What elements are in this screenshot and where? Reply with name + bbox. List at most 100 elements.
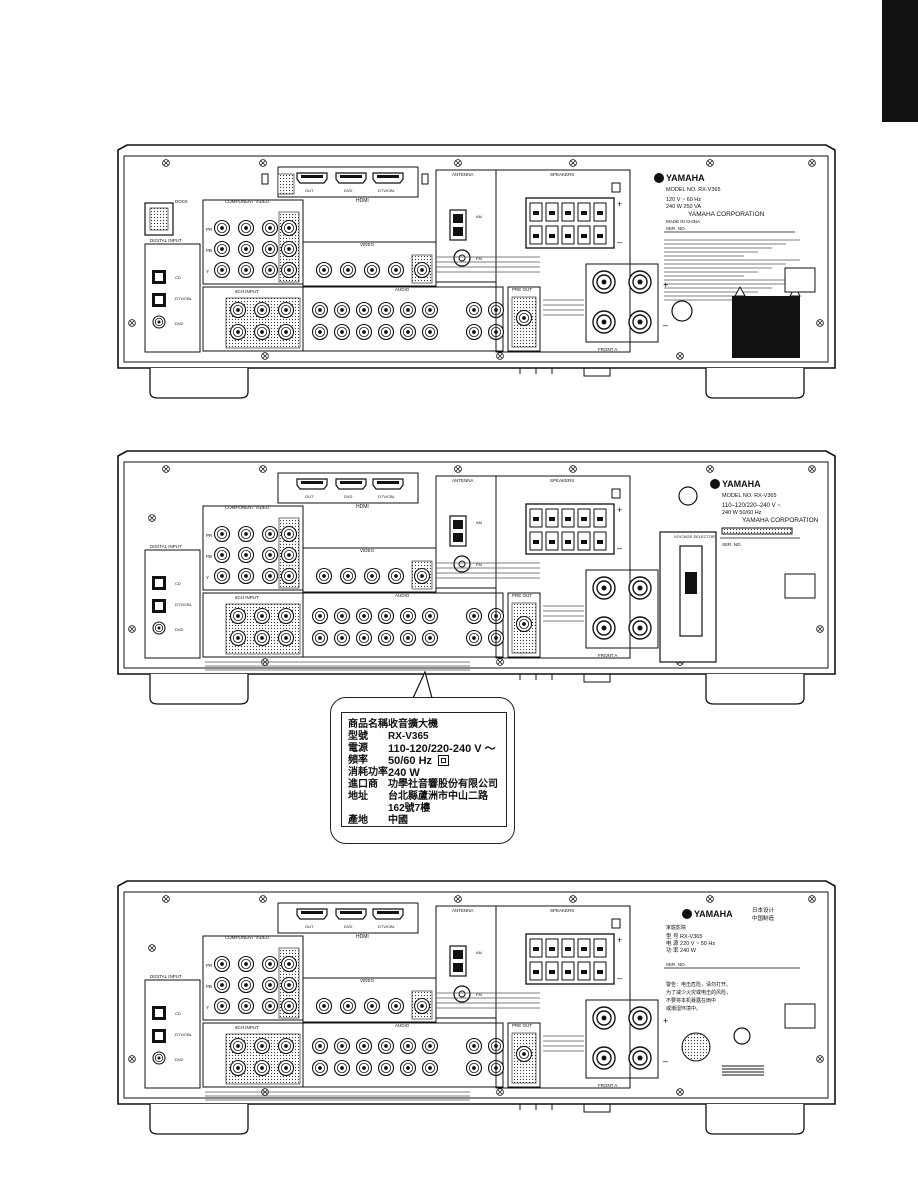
clip-hole	[533, 234, 539, 238]
rca-jack-pin	[406, 614, 410, 618]
binding-post-hole	[601, 279, 607, 285]
rca-jack-ring	[314, 304, 326, 316]
label-row: 進口商功學社音響股份有限公司	[348, 779, 498, 790]
rca-jack-pin	[522, 622, 526, 626]
rca-jack-pin	[268, 226, 272, 230]
binding-post-hole	[637, 1015, 643, 1021]
rca-jack-ring	[380, 304, 392, 316]
rca-jack-ring	[283, 264, 295, 276]
rca-jack-pin	[287, 532, 291, 536]
hdmi-port-pins	[377, 481, 399, 484]
rca-jack-pin	[340, 1044, 344, 1048]
origin-label: MADE IN CHINA	[666, 219, 700, 224]
optical-jack-port	[155, 273, 163, 281]
clip-hole	[549, 970, 555, 974]
multi-label: 6CH INPUT	[235, 595, 259, 600]
rca-jack-pin	[287, 962, 291, 966]
rca-jack-ring	[264, 1000, 276, 1012]
foot-right	[705, 1104, 805, 1135]
voltage-label: VOLTAGE SELECTOR	[674, 534, 715, 539]
power-rating: 110–120/220–240 V ~	[722, 503, 781, 509]
panel-text: PB	[206, 554, 212, 559]
warning-text: 警告：电击危险，请勿打开。	[666, 981, 731, 988]
clip-hole	[549, 947, 555, 951]
hatched-area	[277, 173, 295, 195]
rca-jack-ring	[283, 570, 295, 582]
panel-text: DTV/CBL	[175, 296, 193, 301]
cord-outlet	[784, 573, 816, 599]
rca-jack-ring	[390, 264, 402, 276]
rca-jack-ring	[264, 222, 276, 234]
rca-jack-ring	[358, 632, 370, 644]
screw-cross	[455, 466, 461, 472]
rca-jack-ring	[264, 958, 276, 970]
screw-cross	[260, 896, 266, 902]
rca-jack-ring	[232, 326, 244, 338]
power-consumption: 240 W 250 VA	[666, 204, 701, 210]
hdmi-label: HDMI	[356, 934, 369, 940]
serial-label: SER. NO.	[666, 962, 686, 967]
speaker-tab	[611, 918, 621, 929]
binding-post-hole	[601, 585, 607, 591]
panel-text: PR	[206, 533, 213, 538]
rca-jack-ring	[402, 632, 414, 644]
rca-jack-ring	[424, 1040, 436, 1052]
rca-jack-ring	[468, 632, 480, 644]
rca-jack-pin	[406, 1066, 410, 1070]
screw-cross	[677, 353, 683, 359]
rca-jack-pin	[268, 1004, 272, 1008]
rca-jack-pin	[428, 308, 432, 312]
power-consumption: 240 W 50/60 Hz	[722, 510, 762, 516]
hdmi-port-pins	[301, 481, 323, 484]
warning-text: 不要将本机暴露在雨中	[666, 997, 716, 1004]
binding-post-hole	[601, 1015, 607, 1021]
rca-jack-ring	[216, 243, 228, 255]
rca-jack-ring	[256, 304, 268, 316]
rca-jack-pin	[472, 614, 476, 618]
rca-jack-ring	[280, 1040, 292, 1052]
design-origin: 日本设计	[752, 906, 775, 914]
rca-jack-pin	[268, 268, 272, 272]
panel-text: FM	[476, 992, 482, 997]
pre-out-label: PRE OUT	[512, 287, 532, 292]
screw-cross	[817, 320, 823, 326]
screw-cross	[260, 466, 266, 472]
screw-cross	[497, 353, 503, 359]
video-label: VIDEO	[360, 548, 375, 553]
rca-jack-ring	[216, 570, 228, 582]
rca-jack-ring	[232, 632, 244, 644]
rca-jack-pin	[318, 308, 322, 312]
rca-jack-pin	[362, 1044, 366, 1048]
screw-cross	[707, 896, 713, 902]
binding-post-hole	[601, 319, 607, 325]
label-row: 產地中國	[348, 815, 408, 826]
clip-hole	[597, 970, 603, 974]
rca-jack-ring	[358, 1062, 370, 1074]
rca-jack-pin	[220, 532, 224, 536]
rca-jack-ring	[232, 304, 244, 316]
clip-hole	[533, 947, 539, 951]
manufacture-origin: 中国制造	[752, 914, 775, 922]
rca-jack-ring	[154, 623, 164, 633]
rca-jack-pin	[287, 247, 291, 251]
rca-jack-pin	[322, 574, 326, 578]
plus-sign: +	[617, 505, 622, 515]
rca-jack-ring	[256, 610, 268, 622]
rca-jack-pin	[287, 226, 291, 230]
rca-jack-ring	[283, 528, 295, 540]
panel-text: CD	[175, 275, 181, 280]
plus-sign: +	[617, 199, 622, 209]
minus-sign: –	[663, 1056, 668, 1066]
rca-jack-ring	[336, 632, 348, 644]
rca-jack-pin	[220, 553, 224, 557]
rca-jack-pin	[236, 614, 240, 618]
rca-jack-ring	[256, 1040, 268, 1052]
rca-jack-ring	[468, 326, 480, 338]
rca-jack-pin	[340, 614, 344, 618]
rca-jack-pin	[420, 1004, 424, 1008]
clip-hole	[597, 517, 603, 521]
